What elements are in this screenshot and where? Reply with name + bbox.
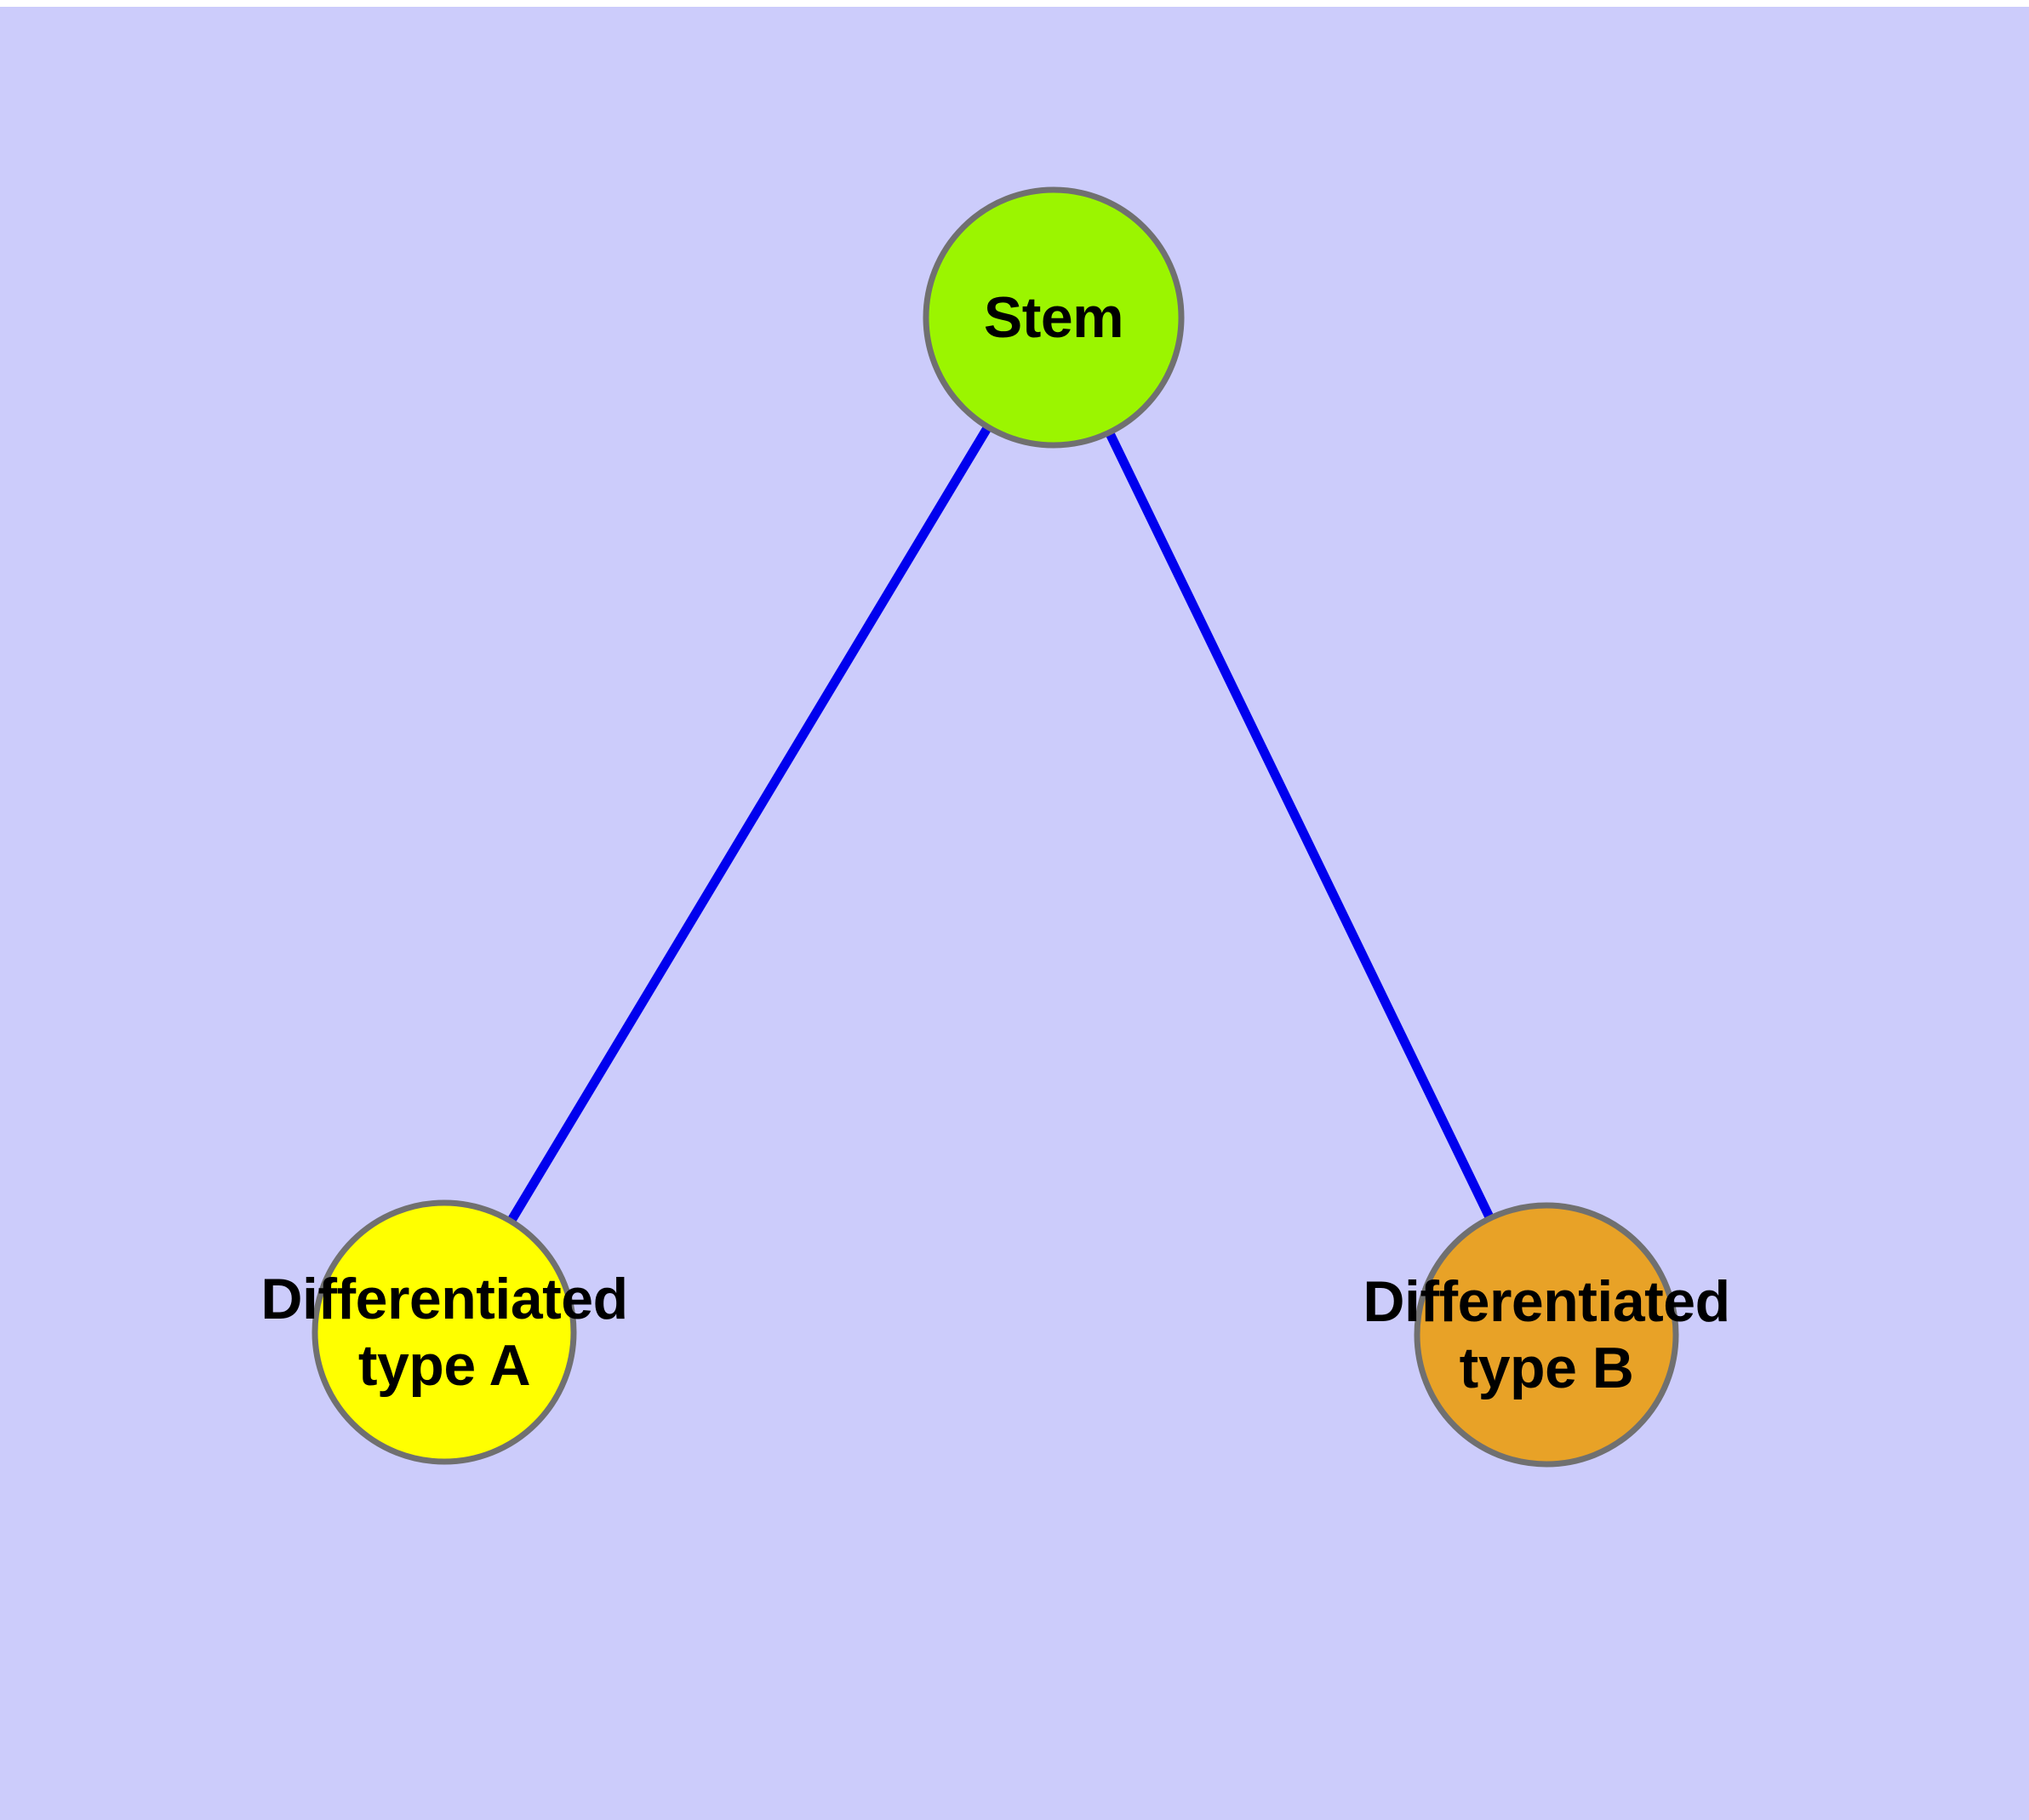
edges-layer [505,421,1496,1227]
graph-edge[interactable] [505,421,994,1227]
nodes-layer [311,186,1679,1468]
graph-node-diff_b[interactable] [1414,1202,1679,1468]
graph-node-diff_a[interactable] [311,1199,577,1465]
graph-node-stem[interactable] [923,186,1185,449]
graph-edge[interactable] [1103,426,1496,1224]
